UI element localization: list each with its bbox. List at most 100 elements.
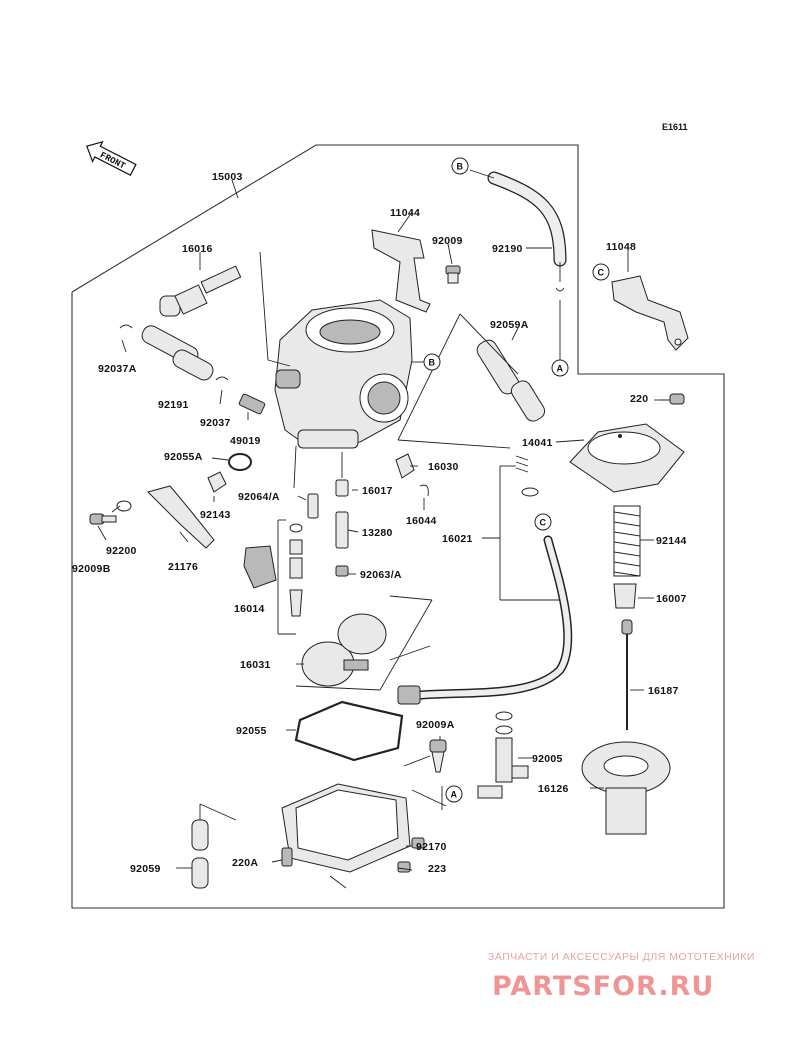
bracket-hole [674, 338, 682, 346]
label-16126: 16126 [538, 783, 569, 795]
label-49019: 49019 [230, 435, 261, 447]
label-11044: 11044 [390, 207, 420, 219]
screw-92009A-part [429, 739, 447, 773]
carburetor-body-part [274, 299, 413, 449]
screw-92009B-part [89, 513, 117, 525]
label-92009: 92009 [432, 235, 463, 247]
jet-92063-part [335, 565, 349, 577]
label-92059A: 92059A [490, 319, 529, 331]
label-92005: 92005 [532, 753, 563, 765]
diagram-code: E1611 [662, 122, 688, 132]
label-11048: 11048 [606, 241, 636, 253]
clip-part-2 [215, 376, 229, 381]
label-13280: 13280 [362, 527, 393, 539]
label-92143: 92143 [200, 509, 231, 521]
label-220A: 220A [232, 857, 258, 869]
needle-16014-part [289, 523, 303, 617]
clip-part [119, 324, 133, 329]
screw-223-part [397, 861, 411, 873]
tube-92059-part [191, 819, 209, 851]
label-92037A: 92037A [98, 363, 137, 375]
callout-A-bowl: A [445, 785, 463, 803]
tube-92059-part-2 [191, 857, 209, 889]
fitting-92005-part [477, 711, 529, 799]
tube-parts [141, 325, 214, 381]
watermark-brand: PARTSFOR.RU [492, 971, 714, 1002]
label-16016: 16016 [182, 243, 213, 255]
label-220: 220 [630, 393, 648, 405]
callout-C-cable: C [534, 513, 552, 531]
washer-92200-part [116, 500, 132, 512]
screw-49019-part [238, 393, 266, 415]
label-92064A: 92064/A [238, 491, 280, 503]
cover-14041-part [569, 423, 685, 493]
label-92055: 92055 [236, 725, 267, 737]
callout-C-bracket: C [592, 263, 610, 281]
part-21176 [147, 485, 277, 589]
label-16187: 16187 [648, 685, 679, 697]
needle-16187-part [621, 619, 633, 730]
label-16021: 16021 [442, 533, 473, 545]
jet-13280-part [335, 511, 349, 549]
cable-16021-part [405, 535, 573, 701]
cover-16031-part [301, 613, 431, 687]
label-92055A: 92055A [164, 451, 203, 463]
diaphragm-16126-part [581, 741, 671, 835]
svg-text:B: B [429, 358, 436, 368]
svg-text:A: A [557, 364, 564, 374]
tube-92059A-part [476, 339, 546, 422]
pilot-screw-part [159, 265, 242, 317]
float-bowl-part [281, 783, 411, 873]
label-16017: 16017 [362, 485, 393, 497]
label-92170: 92170 [416, 841, 447, 853]
screw-92170-part [411, 837, 425, 849]
watermark: ЗАПЧАСТИ И АКСЕССУАРЫ ДЛЯ МОТОТЕХНИКИ PA… [488, 951, 755, 1002]
screw-92009-part [445, 265, 461, 284]
label-92144: 92144 [656, 535, 687, 547]
float-valve-16030-part [395, 453, 415, 479]
svg-text:C: C [598, 268, 605, 278]
label-92037: 92037 [200, 417, 231, 429]
jet-16017-part [335, 479, 349, 497]
svg-text:B: B [457, 162, 464, 172]
svg-text:C: C [540, 518, 547, 528]
label-16007: 16007 [656, 593, 687, 605]
watermark-subtitle: ЗАПЧАСТИ И АКСЕССУАРЫ ДЛЯ МОТОТЕХНИКИ [488, 951, 755, 963]
part-labels: 15003 16016 11044 92009 92190 11048 9203… [72, 171, 687, 875]
spring-92144-part [613, 505, 641, 577]
label-16031: 16031 [240, 659, 271, 671]
label-92009A: 92009A [416, 719, 455, 731]
label-16044: 16044 [406, 515, 437, 527]
leader-lines [97, 179, 670, 889]
label-16014: 16014 [234, 603, 265, 615]
label-92190: 92190 [492, 243, 523, 255]
label-92191: 92191 [158, 399, 189, 411]
jet-92064-part [307, 493, 319, 519]
label-21176: 21176 [168, 561, 198, 573]
part-92143 [207, 471, 227, 493]
label-92200: 92200 [106, 545, 137, 557]
label-223: 223 [428, 863, 446, 875]
label-16030: 16030 [428, 461, 459, 473]
label-92009B: 92009B [72, 563, 111, 575]
clip-16044-part [419, 484, 429, 497]
oring-small [521, 487, 539, 497]
holder-16007-part [613, 583, 637, 609]
callout-B-body: B [423, 353, 441, 371]
front-arrow-icon: FRONT [86, 140, 137, 176]
spring-small-part [515, 455, 529, 473]
oring-92055A-part [228, 453, 252, 471]
bracket-11048-part [611, 275, 689, 351]
label-92059: 92059 [130, 863, 161, 875]
label-14041: 14041 [522, 437, 553, 449]
screw-220-part [660, 393, 685, 405]
callout-B-top: B [451, 157, 469, 175]
bracket-11044-part [371, 229, 431, 313]
screw-220A-part [281, 847, 293, 867]
cable-nut [397, 685, 421, 705]
callout-A-hose: A [551, 359, 569, 377]
svg-text:A: A [451, 790, 458, 800]
gasket-92055-part [294, 700, 404, 762]
label-15003: 15003 [212, 171, 243, 183]
